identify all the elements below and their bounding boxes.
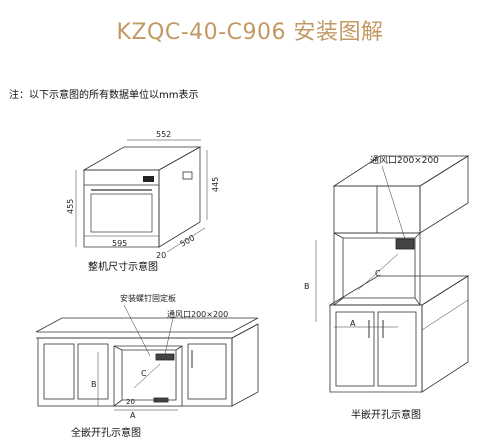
oven-door-window <box>90 193 153 233</box>
semi-dim-a: A <box>350 319 356 328</box>
dim-label-552: 552 <box>156 130 171 139</box>
oven-top-face <box>82 146 202 171</box>
control-knob <box>182 171 193 180</box>
lower-side-rail <box>421 299 469 331</box>
full-cutout-outer <box>113 345 183 407</box>
oven-side-face <box>158 146 201 248</box>
full-embedded-drawing: 安装螺钉固定板 通风口200×200 C B A 20 <box>35 293 259 420</box>
full-dim-20: 20 <box>126 398 135 406</box>
base-door-3 <box>187 343 227 400</box>
product-dimension-drawing: 552 445 455 595 500 20 <box>66 130 220 260</box>
bracket-leader <box>123 304 151 357</box>
dim-line-500 <box>166 227 206 253</box>
dim-label-20: 20 <box>156 251 166 260</box>
full-cutout-inner <box>121 349 177 401</box>
semi-vent-label: 通风口200×200 <box>370 155 439 166</box>
dim-label-500: 500 <box>179 233 197 248</box>
base-door-1 <box>43 343 75 400</box>
cutout-depth-1 <box>333 232 344 239</box>
upper-cabinet-side <box>419 155 469 234</box>
semi-embedded-drawing: 通风口200×200 C B A <box>304 155 470 393</box>
cutout-depth-4 <box>414 297 421 306</box>
semi-dim-c: C <box>375 269 381 278</box>
lower-cabinet-side <box>421 275 469 393</box>
dim-label-595: 595 <box>112 239 127 248</box>
dim-label-445: 445 <box>211 177 220 192</box>
units-note: 注：以下示意图的所有数据单位以mm表示 <box>9 90 199 101</box>
semi-dim-b: B <box>304 282 310 291</box>
full-embedded-caption: 全嵌开孔示意图 <box>71 428 141 439</box>
cutout-depth-2 <box>414 232 421 239</box>
control-display <box>143 176 154 182</box>
semi-embedded-caption: 半嵌开孔示意图 <box>351 410 421 421</box>
bracket-label: 安装螺钉固定板 <box>120 293 176 303</box>
full-cutout-depth-1 <box>113 345 123 351</box>
dim-label-455: 455 <box>66 199 75 214</box>
base-door-2 <box>77 343 109 400</box>
page-title: KZQC-40-C906 安装图解 <box>116 20 384 45</box>
bottom-bracket <box>153 397 169 403</box>
full-dim-line-c <box>133 363 161 389</box>
product-caption: 整机尺寸示意图 <box>88 262 158 273</box>
lower-cabinet-front <box>329 304 423 393</box>
full-dim-b: B <box>91 380 97 389</box>
top-vent-opening <box>395 238 415 250</box>
full-vent-label: 通风口200×200 <box>167 309 228 319</box>
cutout-depth-3 <box>333 297 344 306</box>
countertop-top <box>35 317 259 333</box>
full-cutout-depth-3 <box>113 399 123 407</box>
full-dim-a: A <box>130 411 136 420</box>
full-dim-c: C <box>141 369 147 378</box>
full-cutout-depth-2 <box>175 345 183 351</box>
lower-cabinet-top <box>328 275 470 306</box>
mounting-bracket <box>155 353 175 361</box>
vent-leader <box>381 165 406 240</box>
full-vent-leader <box>164 317 174 355</box>
lower-door-left <box>335 311 375 387</box>
lower-door-right <box>377 311 417 387</box>
base-cabinet-side <box>231 323 259 407</box>
